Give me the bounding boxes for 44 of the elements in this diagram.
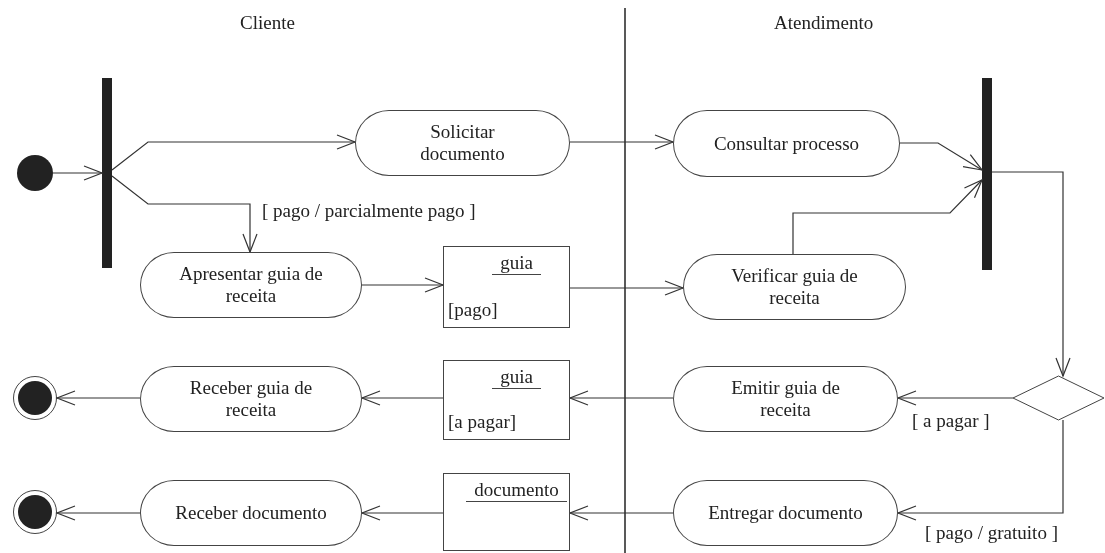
arrow bbox=[569, 280, 684, 296]
arrow bbox=[56, 390, 141, 406]
action-label: Emitir guia de receita bbox=[730, 377, 841, 421]
arrow bbox=[991, 171, 1071, 377]
object-node bbox=[443, 473, 570, 551]
arrow bbox=[569, 505, 674, 521]
final-node bbox=[13, 376, 57, 420]
action-label: Consultar processo bbox=[712, 132, 861, 155]
arrow bbox=[897, 390, 1014, 406]
arrow bbox=[569, 390, 674, 406]
swimlane-title: Atendimento bbox=[774, 12, 874, 34]
action-label: Receber guia de receita bbox=[188, 377, 314, 421]
initial-node bbox=[17, 155, 53, 191]
arrow bbox=[899, 142, 983, 171]
final-node bbox=[13, 490, 57, 534]
arrow bbox=[361, 277, 444, 293]
action-label: Solicitar documento bbox=[419, 121, 506, 165]
fork-bar bbox=[102, 78, 112, 268]
arrow bbox=[111, 175, 258, 253]
object-state: [a pagar] bbox=[448, 411, 517, 433]
action-label: Receber documento bbox=[174, 502, 328, 524]
action-label: Entregar documento bbox=[707, 502, 864, 524]
guard-label: [ pago / parcialmente pago ] bbox=[262, 200, 476, 222]
object-name: guia bbox=[492, 367, 541, 389]
arrow bbox=[111, 134, 356, 171]
guard-label: [ pago / gratuito ] bbox=[925, 522, 1058, 544]
action-label: Verificar guia de receita bbox=[730, 265, 859, 309]
swimlane-title: Cliente bbox=[240, 12, 295, 34]
fork-bar bbox=[982, 78, 992, 270]
object-name: documento bbox=[466, 480, 567, 502]
action-label: Apresentar guia de receita bbox=[178, 263, 324, 307]
guard-label: [ a pagar ] bbox=[912, 410, 990, 432]
arrow bbox=[792, 179, 983, 255]
object-node bbox=[443, 360, 570, 440]
object-name: guia bbox=[492, 253, 541, 275]
object-state: [pago] bbox=[448, 299, 498, 321]
arrow bbox=[897, 419, 1064, 521]
object-node bbox=[443, 246, 570, 328]
decision-diamond bbox=[1012, 375, 1105, 421]
arrow bbox=[361, 505, 444, 521]
arrow bbox=[52, 165, 103, 181]
arrow bbox=[361, 390, 444, 406]
arrow bbox=[569, 134, 674, 150]
arrow bbox=[56, 505, 141, 521]
